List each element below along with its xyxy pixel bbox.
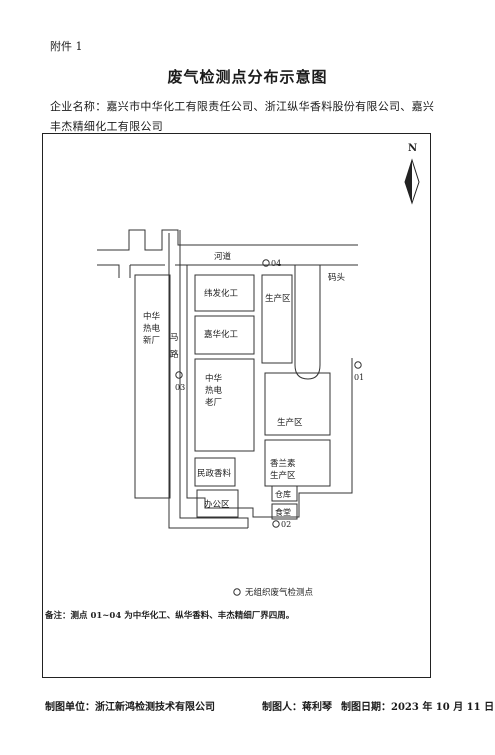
weifa-label: 纬发化工 <box>204 288 239 299</box>
minzheng-building <box>194 457 236 487</box>
river-bank-north <box>97 229 358 251</box>
company-label: 企业名称： <box>50 100 107 113</box>
xianglan-line1: 香兰素 <box>270 458 296 469</box>
jiahua-building <box>194 315 255 355</box>
zhonghua-new-line1: 中华 <box>143 311 161 322</box>
prod-zone-mid-label: 生产区 <box>277 417 303 428</box>
footer-maker: 制图人：蒋利琴 <box>262 702 332 713</box>
footer-maker-unit: 制图单位：浙江新鸿检测技术有限公司 <box>45 702 215 713</box>
map-frame <box>42 133 431 678</box>
warehouse-building <box>271 485 298 502</box>
company-line: 企业名称：嘉兴市中华化工有限责任公司、浙江纵华香料股份有限公司、嘉兴丰杰精细化工… <box>50 97 445 137</box>
legend-label: 无组织废气检测点 <box>245 587 314 598</box>
river-bank-south <box>97 264 358 278</box>
company-names: 嘉兴市中华化工有限责任公司、浙江纵华香料股份有限公司、嘉兴丰杰精细化工有限公司 <box>50 100 435 133</box>
road-west-line <box>168 233 248 529</box>
zhonghua-new-line3: 新厂 <box>143 335 160 346</box>
office-label: 办公区 <box>204 499 230 510</box>
point-03-label: 03 <box>175 383 185 392</box>
zhonghua-new-line2: 热电 <box>143 323 161 334</box>
canal-loop <box>294 265 321 380</box>
river-label: 河道 <box>214 251 232 262</box>
road-label-1: 马 <box>170 333 179 343</box>
zhonghua-old-line1: 中华 <box>205 373 223 384</box>
point-01-marker <box>354 361 362 369</box>
attachment-label: 附件 1 <box>50 40 83 53</box>
warehouse-label: 仓库 <box>275 489 291 499</box>
footer-date: 制图日期：2023 年 10 月 11 日 <box>341 702 495 713</box>
site-boundary <box>186 265 353 518</box>
legend-marker <box>233 588 241 596</box>
prod-zone-mid-building <box>264 372 331 436</box>
point-02-label: 02 <box>281 520 291 529</box>
north-label: N <box>408 143 417 154</box>
office-building <box>196 489 239 518</box>
point-02-marker <box>272 520 280 528</box>
point-04-marker <box>262 259 270 267</box>
prod-zone-top-building <box>261 274 293 364</box>
site-map: N 河道 码头 马 路 中华 热电 新厂 纬发化工 嘉华化工 中华 热电 老厂 … <box>44 143 420 621</box>
prod-zone-top-label: 生产区 <box>265 293 291 304</box>
minzheng-label: 民政香料 <box>197 468 232 479</box>
canteen-label: 食堂 <box>275 507 291 517</box>
dock-label: 码头 <box>328 272 346 283</box>
canteen-building <box>271 503 298 520</box>
zhonghua-old-line3: 老厂 <box>205 397 222 408</box>
jiahua-label: 嘉华化工 <box>204 329 239 340</box>
page-title: 废气检测点分布示意图 <box>167 68 328 86</box>
point-01-label: 01 <box>354 373 364 382</box>
road-label-2: 路 <box>170 349 179 360</box>
zhonghua-new-plant <box>134 274 171 499</box>
point-03-marker <box>175 371 183 379</box>
xianglan-line2: 生产区 <box>270 470 296 481</box>
road-east-line <box>179 230 249 528</box>
zhonghua-old-line2: 热电 <box>205 385 223 396</box>
north-arrow-icon <box>404 158 420 205</box>
weifa-building <box>194 274 255 312</box>
zhonghua-old-plant <box>194 358 255 452</box>
point-04-label: 04 <box>271 259 281 268</box>
map-note: 备注：测点 01~04 为中华化工、纵华香料、丰杰精细厂界四周。 <box>44 610 294 621</box>
